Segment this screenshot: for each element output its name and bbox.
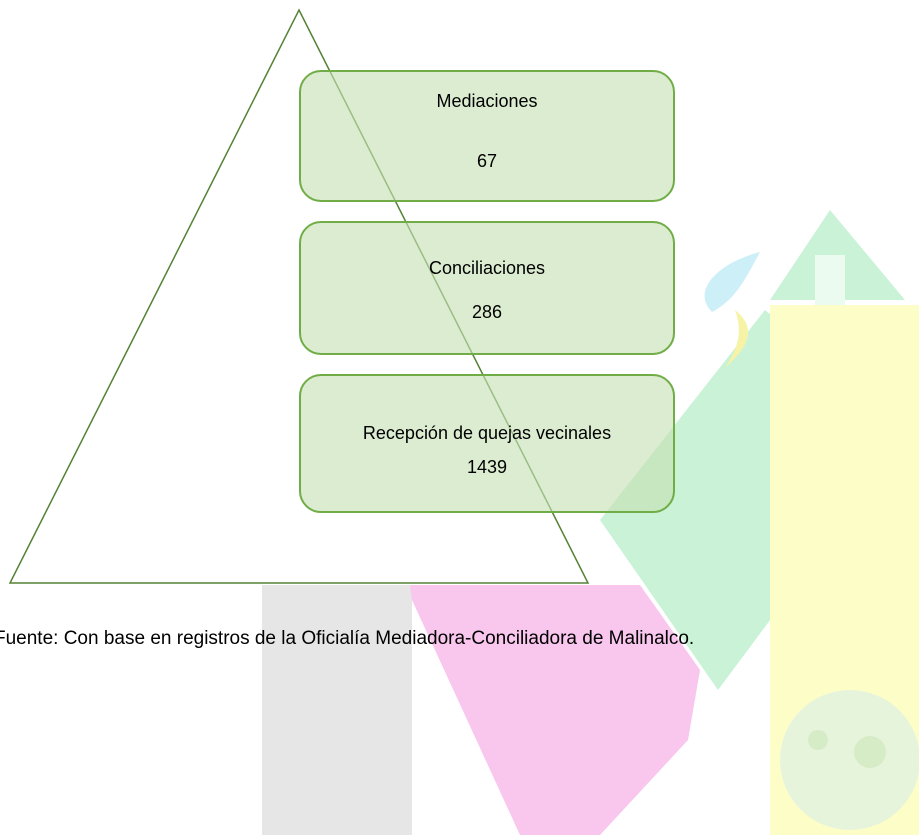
watermark-tractor-small-wheel: [808, 730, 828, 750]
level-box-conciliaciones: Conciliaciones 286: [299, 221, 675, 355]
level-value: 286: [471, 302, 503, 322]
watermark-gray-bar: [262, 585, 412, 835]
level-label: Mediaciones: [436, 91, 538, 111]
watermark-pyramid-stair: [815, 255, 845, 310]
source-note: Fuente: Con base en registros de la Ofic…: [0, 628, 695, 649]
level-value: 1439: [466, 457, 508, 477]
level-box-mediaciones: Mediaciones 67: [299, 70, 675, 202]
watermark-pink-stripe: [410, 585, 700, 835]
level-value: 67: [476, 151, 498, 171]
level-label: Recepción de quejas vecinales: [362, 423, 612, 443]
watermark-tractor-emblem: [780, 690, 919, 830]
watermark-tractor-wheel: [854, 736, 886, 768]
watermark-yellow-swoosh: [725, 310, 749, 368]
level-box-quejas-vecinales: Recepción de quejas vecinales 1439: [299, 374, 675, 513]
watermark-hummingbird: [704, 252, 760, 312]
level-label: Conciliaciones: [428, 258, 546, 278]
